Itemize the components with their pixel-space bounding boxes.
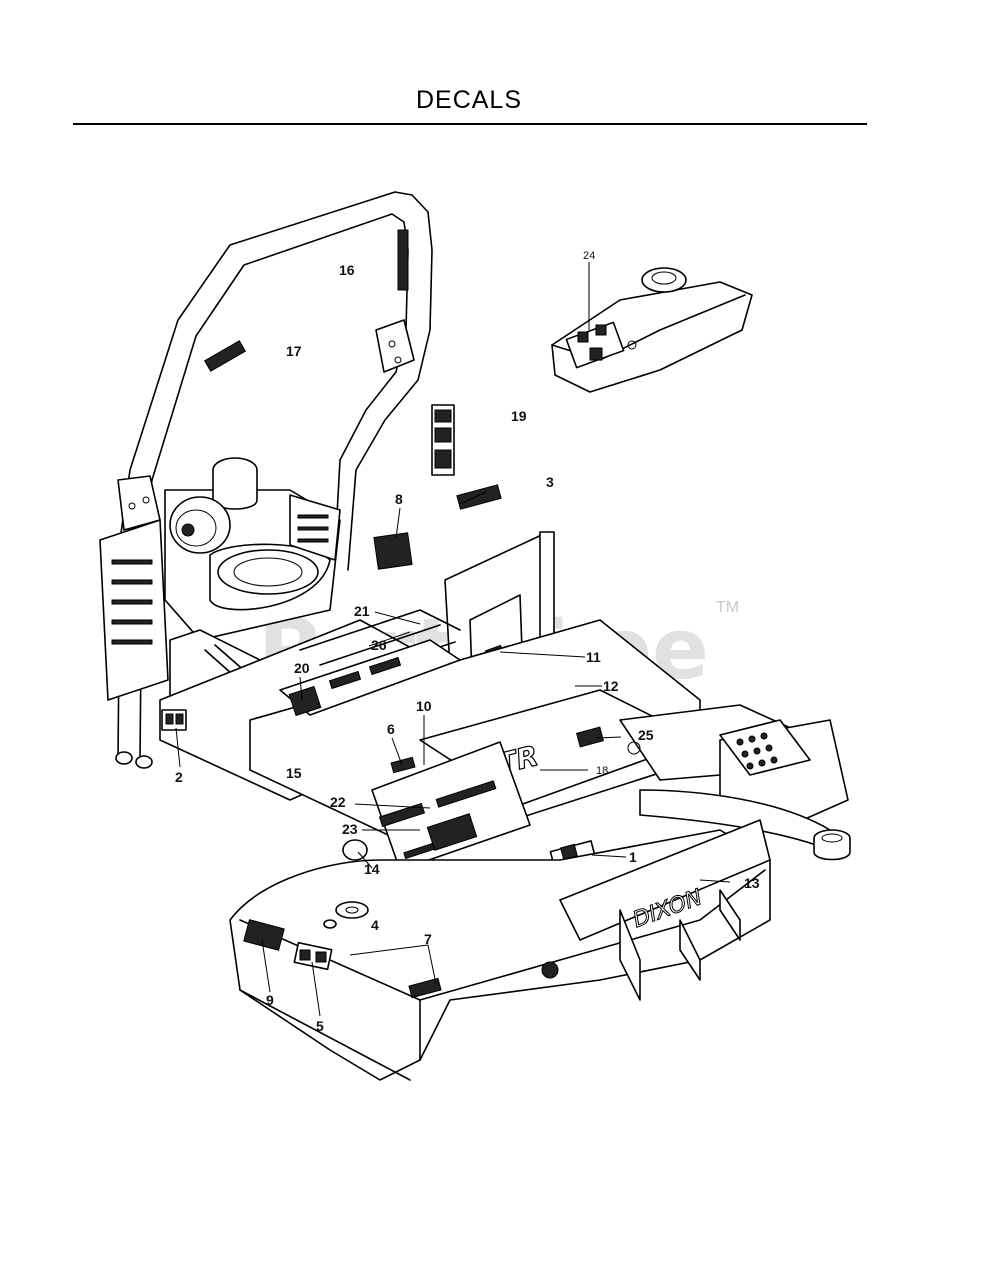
callout-17: 17 <box>286 343 302 359</box>
decal-6 <box>390 756 416 774</box>
callout-18: 18 <box>596 765 608 777</box>
callout-16: 16 <box>339 262 355 278</box>
callout-23: 23 <box>342 821 358 837</box>
callout-3: 3 <box>546 474 554 490</box>
decal-9 <box>243 919 285 951</box>
left-console-decals <box>371 741 531 871</box>
callout-2: 2 <box>175 769 183 785</box>
floating-decals <box>373 404 502 570</box>
callout-14: 14 <box>364 861 380 877</box>
rollbar-decal-stripe <box>397 229 409 291</box>
callout-12: 12 <box>603 678 619 694</box>
callout-24: 24 <box>583 250 595 262</box>
callout-6: 6 <box>387 721 395 737</box>
callout-13: 13 <box>744 875 760 891</box>
decal-25 <box>575 726 605 748</box>
page-title: DECALS <box>415 86 523 114</box>
watermark-trademark: TM <box>716 599 739 616</box>
title-divider <box>73 123 867 125</box>
control-console <box>551 267 753 393</box>
callout-8: 8 <box>395 491 403 507</box>
decal-5 <box>293 941 333 971</box>
callout-22: 22 <box>330 794 346 810</box>
caster-plate <box>719 719 811 776</box>
floor-mat-decals <box>279 639 461 717</box>
decal-3 <box>456 484 502 510</box>
right-frame-arm <box>575 704 851 861</box>
callout-26: 26 <box>371 637 387 653</box>
main-frame: ZTR <box>159 609 701 871</box>
rollbar-decal-17 <box>203 340 247 372</box>
callout-11: 11 <box>586 649 601 665</box>
mower-deck: DIXON <box>229 819 771 1081</box>
callout-labels: 1 2 3 4 5 6 7 8 9 10 11 12 13 14 15 16 1… <box>175 250 760 1034</box>
decal-19 <box>431 404 455 476</box>
callout-19: 19 <box>511 408 527 424</box>
callout-5: 5 <box>316 1018 324 1034</box>
callout-20: 20 <box>294 660 310 676</box>
callout-15: 15 <box>286 765 302 781</box>
callout-7: 7 <box>424 931 432 947</box>
leader-lines <box>175 262 731 1017</box>
callout-21: 21 <box>354 603 370 619</box>
callout-10: 10 <box>416 698 432 714</box>
callout-9: 9 <box>266 992 274 1008</box>
callout-25: 25 <box>638 727 654 743</box>
decal-7 <box>408 977 442 999</box>
decal-8 <box>373 532 413 570</box>
callout-4: 4 <box>371 917 379 933</box>
callout-1: 1 <box>629 849 637 865</box>
